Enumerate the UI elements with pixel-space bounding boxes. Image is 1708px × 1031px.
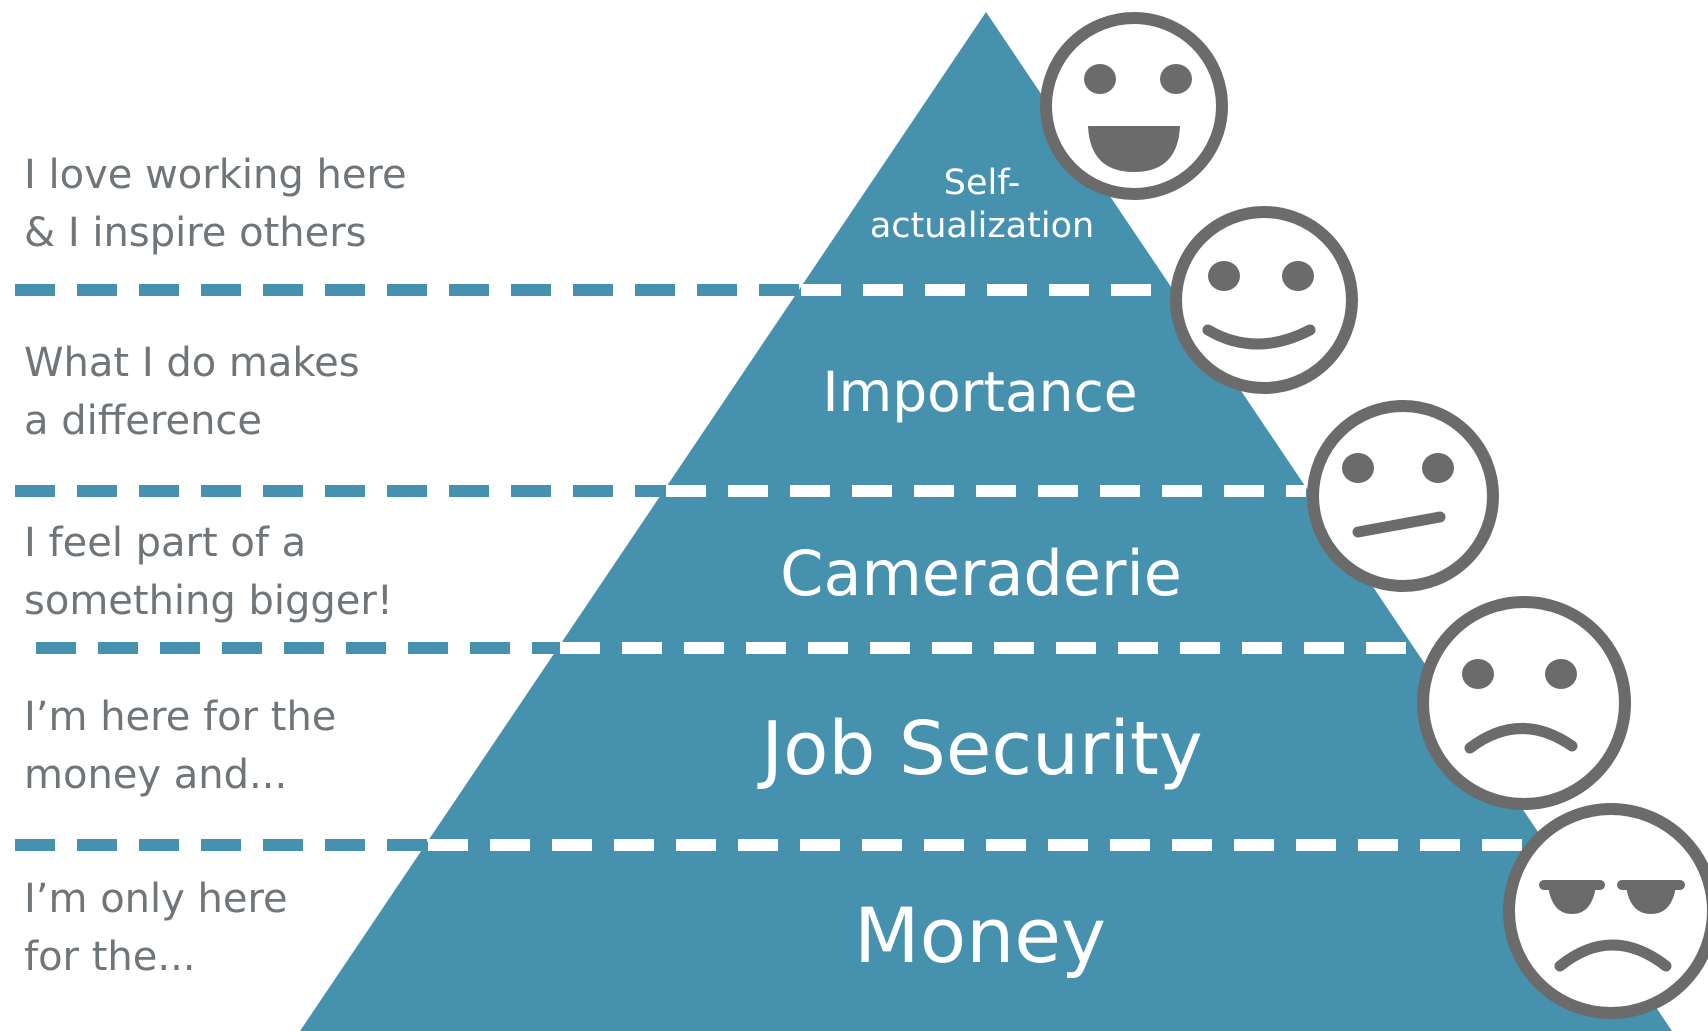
description-importance: What I do makes a difference (24, 334, 360, 450)
description-line: I’m here for the (24, 694, 337, 740)
level-label-self-actualization: Self- actualization (870, 162, 1094, 248)
level-label-cameraderie: Cameraderie (780, 537, 1182, 610)
description-line: I’m only here (24, 876, 288, 922)
description-line: a difference (24, 398, 263, 444)
level-label-line: actualization (869, 206, 1095, 246)
sad-face-icon (1417, 596, 1631, 810)
description-line: for the... (24, 934, 196, 980)
description-line: I feel part of a (24, 520, 307, 566)
neutral-face-icon (1307, 400, 1499, 592)
pyramid (300, 12, 1672, 1031)
laughing-face-icon (1040, 12, 1228, 200)
level-label-job-security: Job Security (761, 706, 1203, 792)
smiling-face-icon (1170, 206, 1358, 394)
description-line: something bigger! (24, 578, 393, 624)
description-line: What I do makes (24, 340, 360, 386)
description-cameraderie: I feel part of a something bigger! (24, 514, 393, 630)
description-self-actualization: I love working here & I inspire others (24, 146, 407, 262)
level-label-money: Money (854, 891, 1106, 980)
divider-lines (15, 284, 1545, 851)
description-line: money and... (24, 752, 288, 798)
description-money: I’m only here for the... (24, 870, 288, 986)
annoyed-face-icon (1503, 803, 1708, 1019)
level-label-line: Self- (943, 163, 1021, 203)
description-line: I love working here (24, 152, 407, 198)
description-line: & I inspire others (24, 210, 367, 256)
level-label-importance: Importance (822, 360, 1138, 424)
description-job-security: I’m here for the money and... (24, 688, 336, 804)
